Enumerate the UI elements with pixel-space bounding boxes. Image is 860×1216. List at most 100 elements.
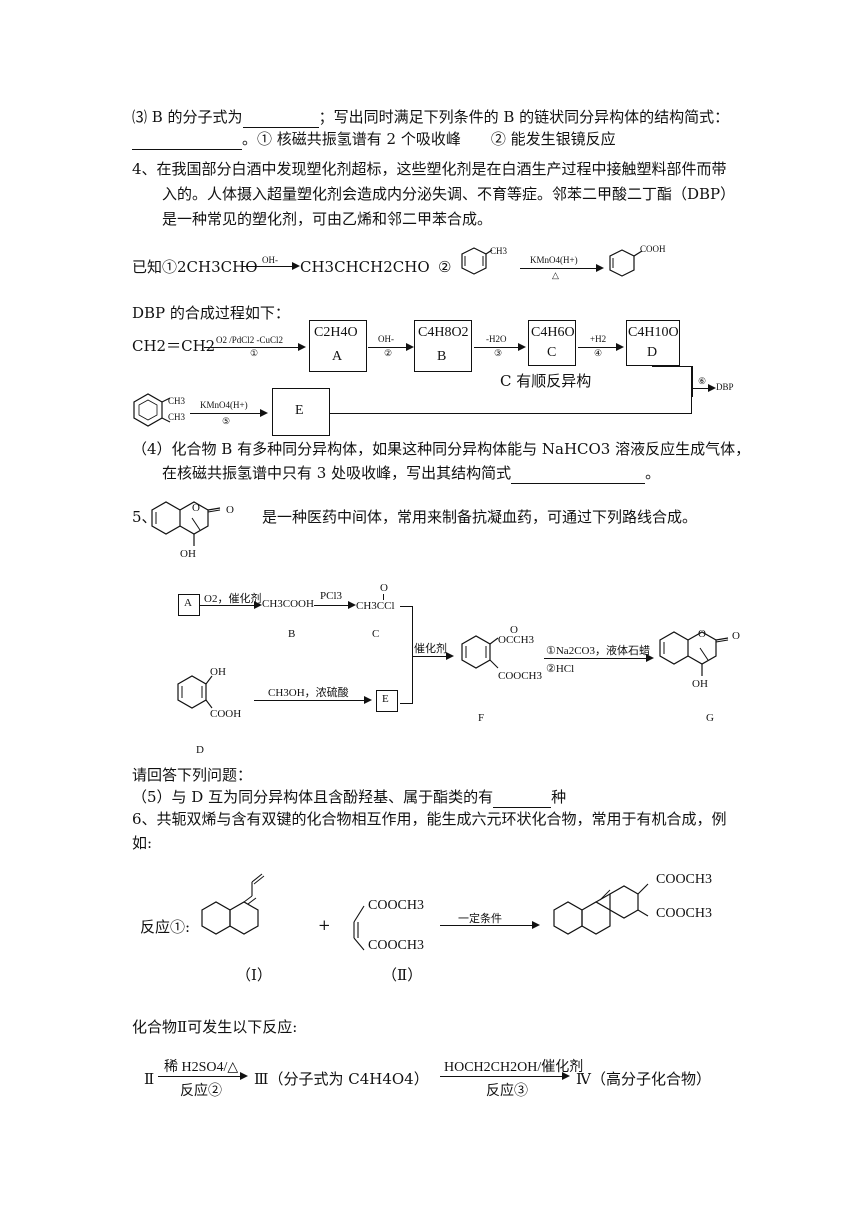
reaction-arrow: [200, 601, 262, 609]
q4-4-line2: 在核磁共振氢谱中只有 3 处吸收峰，写出其结构简式。: [162, 462, 660, 484]
compound-b-formula: C4H8O2: [418, 325, 469, 340]
label-b: B: [288, 628, 296, 640]
reaction-arrow: [314, 601, 356, 609]
q5-number: 5、: [132, 508, 157, 526]
reaction-arrow: [520, 264, 604, 272]
reaction-arrow: [578, 343, 624, 351]
answer-blank[interactable]: [132, 149, 242, 150]
compound-i-label: （Ⅰ）: [236, 966, 272, 984]
ester-bottom: COOCH3: [368, 938, 425, 953]
known-reaction-1-reactant: 已知①2CH3CHO: [132, 258, 258, 276]
d-hydroxyl: OH: [210, 666, 226, 678]
condition-glycol: HOCH2CH2OH/催化剂: [444, 1060, 584, 1075]
answer-blank[interactable]: [242, 127, 319, 128]
compound-a-label: A: [332, 349, 343, 364]
q5-5-end: 种: [551, 788, 567, 806]
condition-oh: OH-: [262, 255, 278, 265]
methyl-label-a: CH3: [168, 396, 186, 406]
q4-4-line1: （4）化合物 B 有多种同分异构体，如果这种同分异构体能与 NaHCO3 溶液反…: [132, 440, 751, 458]
step-1: ①: [250, 348, 259, 358]
ring-oxygen: O: [192, 502, 200, 514]
reaction-arrow: [158, 1072, 248, 1080]
condition-hcl: ②HCl: [546, 663, 575, 675]
q4-paragraph-line1: 4、在我国部分白酒中发现塑化剂超标，这些塑化剂是在白酒生产过程中接触塑料部件而带: [132, 160, 727, 178]
methyl-label: CH3: [490, 246, 508, 256]
compound-e-label: E: [295, 403, 304, 418]
condition-acid: 稀 H2SO4/△: [164, 1060, 239, 1075]
toluene-structure-icon: [461, 247, 493, 275]
q5-5-text: （5）与 D 互为同分异构体且含酚羟基、属于酯类的有: [132, 788, 494, 806]
reaction-2-label: 反应②: [180, 1084, 222, 1099]
adduct-structure-icon: [553, 883, 649, 935]
connector-vertical: [691, 366, 692, 414]
step-2: ②: [384, 348, 393, 358]
compound-a-formula: C2H4O: [314, 325, 358, 340]
carbonyl-oxygen: O: [226, 504, 234, 516]
hydroxycoumarin-structure-icon: [151, 501, 221, 546]
reaction-arrow: [254, 696, 372, 704]
connector-d: [652, 366, 693, 397]
answer-blank[interactable]: [493, 807, 552, 808]
c-isomer-note: C 有顺反异构: [500, 372, 592, 390]
reaction-arrow: [412, 652, 454, 660]
product-ester-bottom: COOCH3: [656, 906, 713, 921]
known-reaction-1-product: CH3CHCH2CHO: [300, 258, 430, 276]
q5-intro: 是一种医药中间体，常用来制备抗凝血药，可通过下列路线合成。: [262, 508, 698, 526]
q6-next: 化合物Ⅱ可发生以下反应:: [132, 1018, 298, 1036]
diene-structure-icon: [201, 873, 265, 935]
q4-paragraph-line2: 入的。人体摄入超量塑化剂会造成内分泌失调、不育等症。邻苯二甲酸二丁酯（DBP）: [162, 185, 736, 203]
plus-sign: +: [318, 916, 331, 934]
box-compound-a: C2H4O A: [309, 320, 367, 372]
condition-base: OH-: [378, 334, 394, 344]
dbp-product: DBP: [716, 382, 734, 392]
q3-text-c: 。① 核磁共振氢谱有 2 个吸收峰 ② 能发生银镜反应: [242, 130, 616, 148]
acyl-bond: [383, 594, 384, 600]
q5-ask: 请回答下列问题：: [132, 766, 253, 784]
answer-blank[interactable]: [511, 483, 646, 484]
compound-c-label: C: [547, 345, 557, 360]
f-methyl-ester: COOCH3: [498, 670, 543, 682]
label-f: F: [478, 712, 485, 724]
reaction-arrow: [368, 343, 414, 351]
step-4: ④: [594, 348, 603, 358]
condition-heat: △: [552, 270, 559, 280]
known-reaction-2-number: ②: [438, 258, 452, 276]
compound-f-structure-icon: [461, 635, 499, 669]
compound-iv: Ⅳ（高分子化合物）: [576, 1070, 711, 1088]
condition-kmno4: KMnO4(H+): [200, 400, 248, 410]
step-5: ⑤: [222, 416, 231, 426]
compound-e-label: E: [382, 693, 389, 705]
box-compound-b: C4H8O2 B: [414, 320, 472, 372]
label-c: C: [372, 628, 380, 640]
q3-text-b: ；写出同时满足下列条件的 B 的链状同分异构体的结构简式：: [318, 108, 730, 126]
q3-line2: 。① 核磁共振氢谱有 2 个吸收峰 ② 能发生银镜反应: [132, 128, 616, 150]
reaction-arrow: [190, 409, 268, 417]
compound-d-formula: C4H10O: [628, 325, 679, 340]
acetic-acid: CH3COOH: [262, 598, 314, 610]
condition-certain: 一定条件: [458, 913, 502, 925]
f-ester-oxygen: O: [510, 624, 518, 636]
q5-5-line: （5）与 D 互为同分异构体且含酚羟基、属于酯类的有 种: [132, 786, 566, 808]
box-compound-e: E: [376, 690, 398, 712]
compound-ii-label: （Ⅱ）: [382, 966, 423, 984]
condition-oxidation: O2 /PdCl2 -CuCl2: [216, 335, 284, 345]
connector-e: [328, 413, 692, 414]
q4-4-text: 在核磁共振氢谱中只有 3 处吸收峰，写出其结构简式: [162, 464, 512, 482]
compound-iii: Ⅲ（分子式为 C4H4O4）: [254, 1070, 429, 1088]
reaction-arrow: [692, 384, 716, 392]
q6-paragraph-line1: 6、共轭双烯与含有双键的化合物相互作用，能生成六元环状化合物，常用于有机合成，例: [132, 810, 727, 828]
condition-methanol: CH3OH，浓硫酸: [268, 687, 349, 699]
q3-text-a: ⑶ B 的分子式为: [132, 108, 243, 126]
q3-line1: ⑶ B 的分子式为 ；写出同时满足下列条件的 B 的链状同分异构体的结构简式：: [132, 106, 729, 128]
reaction-arrow: [242, 262, 300, 270]
g-ring-oxygen: O: [698, 628, 706, 640]
condition-pcl3: PCl3: [320, 590, 343, 602]
compound-d-label: D: [647, 345, 658, 360]
reaction-arrow: [440, 1072, 570, 1080]
product-ester-top: COOCH3: [656, 872, 713, 887]
hydroxyl-label: OH: [180, 548, 196, 560]
compound-ii-start: Ⅱ: [144, 1070, 155, 1088]
condition-kmno4: KMnO4(H+): [530, 255, 578, 265]
reaction-3-label: 反应③: [486, 1084, 528, 1099]
g-carbonyl-oxygen: O: [732, 630, 740, 642]
